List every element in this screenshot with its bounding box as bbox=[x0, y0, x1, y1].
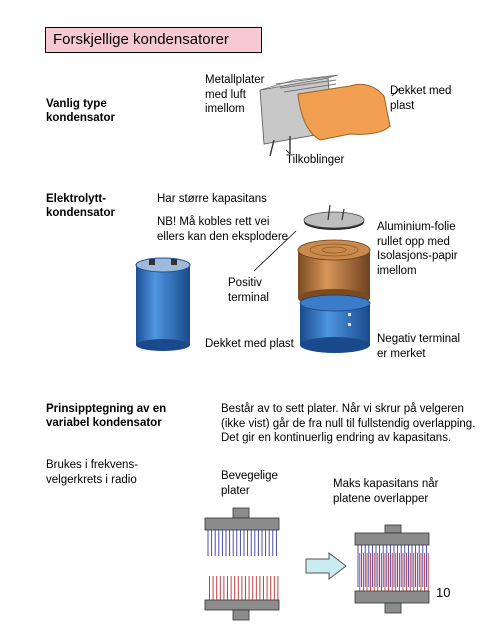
label-line: er merket bbox=[377, 347, 426, 360]
label-line: Aluminium-folie bbox=[377, 221, 456, 233]
label-line: Negativ terminal bbox=[377, 333, 461, 345]
note-line: ellers kan den eksplodere bbox=[157, 230, 289, 243]
label-plastic-covered-2: Dekket med plast bbox=[205, 338, 294, 350]
label-line: Positiv bbox=[228, 277, 262, 289]
note-line: NB! Må kobles rett vei bbox=[157, 216, 270, 228]
heading-line: Elektrolytt- bbox=[46, 193, 107, 205]
section-heading-electrolytic: Elektrolytt- kondensator bbox=[46, 192, 115, 220]
variable-capacitor-description: Består av to sett plater. Når vi skrur p… bbox=[221, 402, 475, 446]
label-metal-plates: Metallplater med luft imellom bbox=[205, 73, 264, 117]
label-line: plater bbox=[221, 484, 250, 497]
label-line: Metallplater bbox=[205, 74, 265, 86]
label-plastic-covered: Dekket med plast bbox=[390, 84, 451, 113]
plate-bar bbox=[354, 532, 430, 546]
label-line: med luft bbox=[205, 88, 246, 101]
label-line: imellom bbox=[205, 103, 245, 115]
plate-bar bbox=[204, 599, 280, 611]
note-warning: NB! Må kobles rett vei ellers kan den ek… bbox=[157, 215, 288, 244]
usage-line: velgerkrets i radio bbox=[46, 473, 137, 486]
shaft-knob bbox=[384, 602, 402, 614]
electrolytic-capacitor-illustration bbox=[135, 257, 191, 351]
right-arrow-icon bbox=[305, 551, 347, 581]
usage-line: Brukes i frekvens- bbox=[46, 459, 139, 471]
shaft-knob bbox=[384, 524, 402, 534]
usage-note: Brukes i frekvens- velgerkrets i radio bbox=[46, 458, 138, 487]
page-number: 10 bbox=[436, 585, 451, 600]
heading-line: kondensator bbox=[46, 112, 116, 124]
variable-capacitor-overlapping bbox=[354, 524, 430, 614]
label-line: Bevegelige bbox=[221, 470, 278, 482]
exploded-capacitor-illustration bbox=[297, 204, 371, 353]
positive-terminal-pointer bbox=[253, 230, 297, 272]
note-capacity: Har større kapasitans bbox=[157, 193, 267, 205]
plate-bar bbox=[354, 590, 430, 604]
variable-capacitor-separated bbox=[204, 507, 280, 621]
heading-line: variabel kondensator bbox=[46, 417, 162, 429]
label-max-capacitance: Maks kapasitans når platene overlapper bbox=[333, 477, 438, 506]
label-line: Dekket med bbox=[390, 85, 452, 97]
heading-line: Prinsipptegning av en bbox=[46, 403, 167, 415]
plate-bar bbox=[204, 517, 280, 531]
label-positive-terminal: Positiv terminal bbox=[228, 276, 269, 305]
label-connections: Tilkoblinger bbox=[286, 154, 345, 166]
label-line: platene overlapper bbox=[333, 492, 429, 505]
shaft-knob bbox=[232, 507, 250, 519]
label-negative-terminal: Negativ terminal er merket bbox=[377, 332, 460, 361]
description-line: Det gir en kontinuerlig endring av kapas… bbox=[221, 432, 452, 444]
label-line: terminal bbox=[228, 291, 269, 304]
label-aluminium-foil: Aluminium-folie rullet opp med Isolasjon… bbox=[377, 220, 458, 278]
heading-line: kondensator bbox=[46, 207, 116, 219]
shaft-knob bbox=[232, 609, 250, 621]
description-line: (ikke vist) går de fra null til fullsten… bbox=[221, 417, 476, 430]
heading-line: Vanlig type bbox=[46, 98, 107, 110]
page-title: Forskjellige kondensatorer bbox=[45, 27, 262, 53]
label-line: Maks kapasitans når bbox=[333, 478, 439, 490]
label-line: imellom bbox=[377, 264, 417, 277]
section-heading-common: Vanlig type kondensator bbox=[46, 97, 115, 125]
description-line: Består av to sett plater. Når vi skrur p… bbox=[221, 403, 464, 415]
label-line: rullet opp med bbox=[377, 235, 450, 248]
label-line: Isolasjons-papir bbox=[377, 250, 458, 262]
section-heading-variable: Prinsipptegning av en variabel kondensat… bbox=[46, 402, 166, 430]
common-capacitor-illustration bbox=[259, 74, 401, 157]
label-movable-plates: Bevegelige plater bbox=[221, 469, 278, 498]
label-line: plast bbox=[390, 99, 415, 112]
